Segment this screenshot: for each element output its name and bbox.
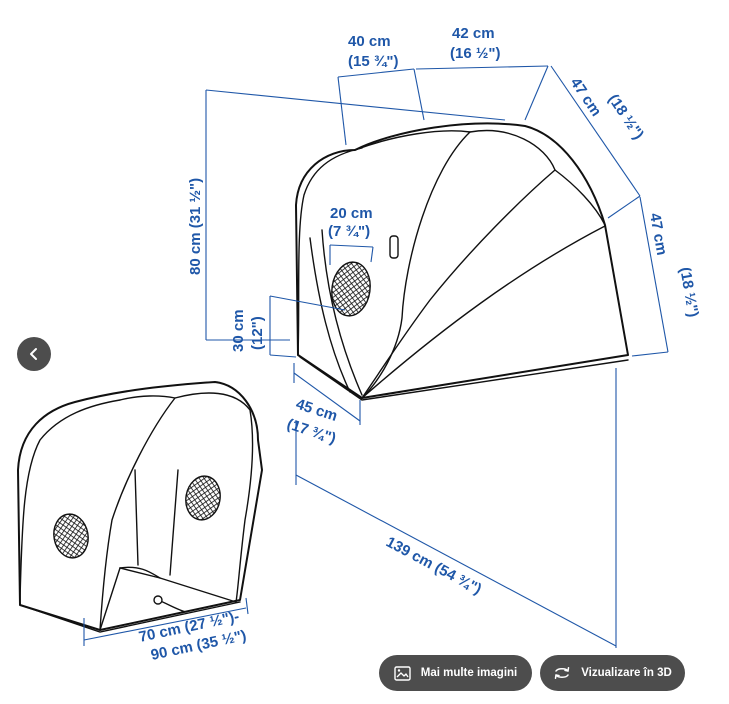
- dim-length: 139 cm (54 ¾"): [383, 534, 484, 599]
- image-gallery-icon: [394, 665, 411, 681]
- dim-top-width: 42 cm: [452, 25, 495, 42]
- dim-side-upper-in: (18 ½"): [605, 91, 647, 142]
- more-images-label: Mai multe imagini: [420, 667, 518, 679]
- tent-large-view: [295, 122, 629, 401]
- vent-mesh-small-right: [185, 475, 221, 521]
- dim-top-depth-in: (15 ¾"): [348, 53, 398, 70]
- view-3d-label: Vizualizare în 3D: [581, 667, 672, 679]
- view-3d-button[interactable]: Vizualizare în 3D: [540, 655, 685, 691]
- chevron-left-icon: [27, 347, 41, 361]
- more-images-button[interactable]: Mai multe imagini: [379, 655, 532, 691]
- dim-vent: 20 cm: [330, 205, 373, 222]
- dim-top-depth: 40 cm: [348, 33, 391, 50]
- dim-side-lower-in: (18 ½"): [676, 266, 702, 319]
- tent-small-view: [17, 381, 263, 633]
- vent-mesh-large: [331, 261, 371, 317]
- dim-top-width-in: (16 ½"): [450, 45, 500, 62]
- dim-vent-height-in: (12"): [249, 316, 266, 350]
- rotate-3d-icon: [553, 666, 571, 680]
- dim-vent-in: (7 ¾"): [328, 223, 370, 240]
- carousel-prev-button[interactable]: [17, 337, 51, 371]
- dim-vent-height: 30 cm: [230, 309, 247, 352]
- vent-mesh-small-left: [53, 513, 89, 559]
- dim-height: 80 cm (31 ½"): [187, 178, 204, 275]
